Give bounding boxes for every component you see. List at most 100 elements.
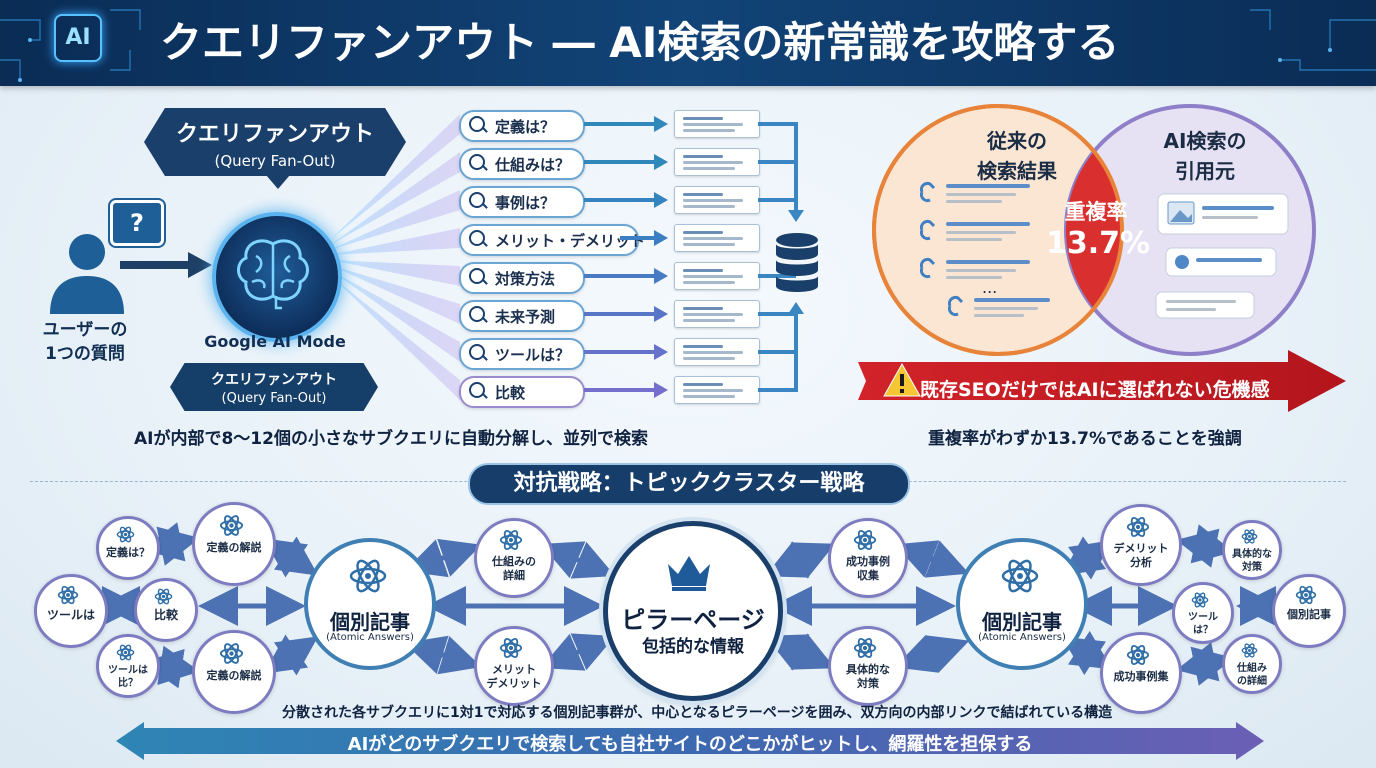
hub-left-subtitle: (Atomic Answers) xyxy=(326,632,414,643)
subquery-pill: 事例は？ xyxy=(459,186,585,218)
banner-pointer xyxy=(266,175,290,189)
circuit-decoration xyxy=(0,9,1376,82)
banner-subtitle: (Query Fan-Out) xyxy=(214,152,336,170)
search-result-doc xyxy=(674,186,760,214)
cluster-article-node: 定義の解説 xyxy=(192,630,276,714)
subquery-pill: ツールは？ xyxy=(459,338,585,370)
node-label: 定義は？ xyxy=(106,546,150,559)
cluster-article-node: 比較 xyxy=(134,578,198,642)
cluster-article-node: ツール は？ xyxy=(1172,582,1234,644)
overlap-label: 重複率 xyxy=(1064,200,1128,224)
question-bubble-icon: ? xyxy=(110,200,164,246)
venn-left-title-line1: 従来の xyxy=(987,129,1047,153)
atom-icon xyxy=(853,528,877,556)
venn-caption: 重複率がわずか13.7%であることを強調 xyxy=(928,429,1242,449)
node-label: ツールは xyxy=(46,608,95,622)
atom-icon xyxy=(219,513,244,542)
subquery-text: 事例は？ xyxy=(495,194,556,212)
atom-icon xyxy=(349,559,387,593)
venn-left-title-line2: 検索結果 xyxy=(977,159,1057,183)
search-icon xyxy=(469,344,485,360)
search-icon xyxy=(469,382,485,398)
subquery-text: ツールは？ xyxy=(495,346,571,364)
atom-icon xyxy=(499,636,523,664)
cluster-article-node: 具体的な 対策 xyxy=(828,626,908,706)
ai-chip-icon: AI xyxy=(54,14,102,62)
atom-icon xyxy=(1241,528,1258,549)
strategy-title: 対抗戦略：トピッククラスター戦略 xyxy=(468,463,910,505)
user-icon xyxy=(50,234,124,314)
node-label: 比較 xyxy=(153,608,178,622)
subquery-text: 比較 xyxy=(495,384,526,402)
node-label: 定義の解説 xyxy=(206,541,262,554)
atom-icon xyxy=(116,525,135,548)
atom-icon xyxy=(1126,515,1150,543)
hub-right-title: 個別記事 xyxy=(982,610,1062,634)
page-title: クエリファンアウト ― AI検索の新常識を攻略する xyxy=(160,18,1120,67)
query-arrows xyxy=(584,116,668,398)
cluster-article-node: 成功事例集 xyxy=(1100,632,1182,714)
search-result-doc xyxy=(674,148,760,176)
subquery-pill: 未来予測 xyxy=(459,300,585,332)
search-icon xyxy=(469,230,485,246)
warning-text: 既存SEOだけではAIに選ばれない危機感 xyxy=(920,379,1270,401)
venn-left-title: 従来の 検索結果 xyxy=(942,126,1092,186)
node-label: 個別記事 xyxy=(1287,608,1331,621)
pillar-page-node: ピラーページ 包括的な情報 xyxy=(603,521,783,701)
pillar-title: ピラーページ xyxy=(621,606,765,634)
brain-icon xyxy=(212,212,342,342)
subquery-text: 仕組みは？ xyxy=(495,156,571,174)
cluster-article-node: 定義は？ xyxy=(96,516,160,580)
search-icon xyxy=(469,154,485,170)
node-label: メリット デメリット xyxy=(486,663,542,690)
search-icon xyxy=(469,192,485,208)
overlap-value: 13.7% xyxy=(1046,226,1151,261)
node-label: 定義の解説 xyxy=(206,669,262,682)
cluster-article-node: 成功事例 収集 xyxy=(828,518,908,598)
subquery-text: 定義は？ xyxy=(495,118,556,136)
atom-icon xyxy=(1126,643,1150,671)
cluster-article-node: 仕組み の詳細 xyxy=(1222,634,1282,694)
user-question-label: ユーザーの 1つの質問 xyxy=(30,318,140,366)
banner2-subtitle: (Query Fan-Out) xyxy=(221,391,327,406)
node-label: 成功事例集 xyxy=(1113,670,1169,683)
user-to-ai-arrow xyxy=(120,252,212,278)
venn-right-title: AI検索の 引用元 xyxy=(1130,126,1280,186)
banner-title: クエリファンアウト xyxy=(175,122,374,147)
ellipsis-text: ... xyxy=(982,278,998,297)
cluster-article-node: メリット デメリット xyxy=(474,626,554,706)
database-icon xyxy=(776,233,818,292)
warning-arrow xyxy=(858,350,1346,412)
banner2-title: クエリファンアウト xyxy=(211,372,337,388)
pillar-subtitle: 包括的な情報 xyxy=(642,637,744,657)
search-icon xyxy=(469,306,485,322)
venn-right-title-line1: AI検索の xyxy=(1163,129,1247,153)
atom-icon xyxy=(499,528,523,556)
atom-icon xyxy=(1001,559,1039,593)
cluster-connections xyxy=(100,522,1280,689)
search-icon xyxy=(469,268,485,284)
hub-right-subtitle: (Atomic Answers) xyxy=(978,632,1066,643)
query-fanout-banner: クエリファンアウト (Query Fan-Out) xyxy=(144,108,406,176)
merge-lines xyxy=(758,122,804,392)
search-result-doc xyxy=(674,376,760,404)
atom-icon xyxy=(57,584,79,610)
fanout-caption: AIが内部で8〜12個の小さなサブクエリに自動分解し、並列で検索 xyxy=(134,429,648,449)
subquery-text: 未来予測 xyxy=(495,308,556,326)
node-label: デメリット 分析 xyxy=(1113,542,1169,569)
strategy-caption: 分散された各サブクエリに1対1で対応する個別記事群が、中心となるピラーページを囲… xyxy=(282,705,1113,721)
atom-icon xyxy=(219,641,244,670)
cluster-article-node: 定義の解説 xyxy=(192,502,276,586)
node-label: ツール は？ xyxy=(1188,612,1218,636)
atom-icon xyxy=(1295,584,1317,610)
fanout-rays xyxy=(330,114,460,400)
node-label: ツールは 比？ xyxy=(108,665,148,689)
crown-icon xyxy=(668,556,710,591)
atom-icon xyxy=(1241,642,1258,663)
subquery-pill: 比較 xyxy=(459,376,585,408)
cluster-article-node: デメリット 分析 xyxy=(1100,504,1182,586)
subquery-pill: 仕組みは？ xyxy=(459,148,585,180)
engine-label: Google AI Mode xyxy=(204,332,346,351)
cluster-article-node: 個別記事 xyxy=(1272,574,1346,648)
user-label-line1: ユーザーの xyxy=(42,320,128,340)
